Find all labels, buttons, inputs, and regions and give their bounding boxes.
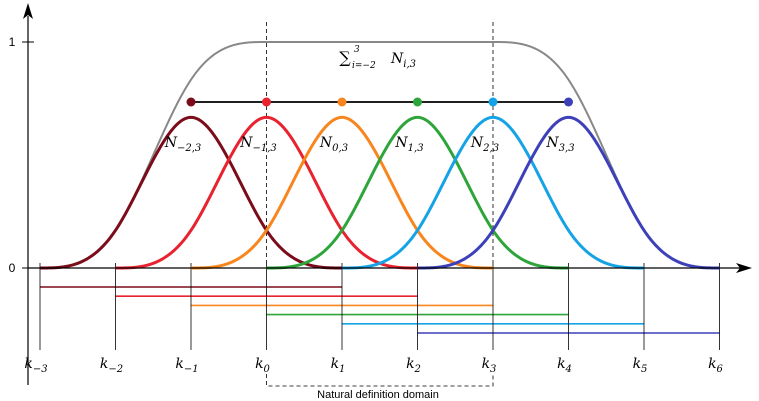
basis-curve-label: N−2,3 — [164, 135, 202, 154]
x-axis-arrowhead — [736, 263, 752, 273]
basis-curve-label-subscript: 0,3 — [332, 143, 348, 154]
knot-label: k3 — [482, 356, 497, 375]
knot-label: k0 — [255, 356, 270, 375]
knot-label-subscript: 0 — [264, 364, 271, 375]
natural-domain-label: Natural definition domain — [317, 389, 439, 401]
axes-layer — [22, 3, 752, 385]
knot-label: k1 — [331, 356, 346, 375]
peak-marker — [262, 97, 271, 107]
support-lines-layer — [40, 286, 720, 334]
basis-curve — [115, 115, 418, 270]
knot-label: k2 — [406, 356, 421, 375]
peak-marker — [413, 97, 422, 107]
knot-label-subscript: −1 — [184, 364, 199, 375]
peak-marker — [488, 97, 498, 107]
basis-curve-label: N3,3 — [545, 135, 574, 154]
basis-curve — [266, 115, 569, 270]
basis-curve-label-subscript: 2,3 — [482, 143, 499, 154]
basis-curve-label: N−1,3 — [239, 135, 277, 154]
basis-curve-label: N0,3 — [319, 135, 348, 154]
knot-label: k−1 — [175, 356, 198, 375]
knot-label: k5 — [633, 356, 648, 375]
knot-label: k4 — [557, 356, 572, 375]
knot-label-subscript: 3 — [490, 364, 496, 375]
knot-label-subscript: −3 — [33, 364, 48, 375]
basis-curve-label: N2,3 — [470, 135, 499, 154]
basis-curve-label-subscript: 3,3 — [559, 143, 575, 154]
knot-label-subscript: 2 — [414, 364, 421, 375]
basis-curve — [342, 115, 644, 270]
knot-label-subscript: 4 — [565, 364, 572, 375]
basis-curve-label: N1,3 — [394, 135, 423, 154]
sum-upper-limit: 3 — [354, 45, 360, 55]
knot-label-subscript: 5 — [641, 364, 647, 375]
peak-marker — [564, 97, 573, 107]
y-tick-label: 1 — [9, 35, 16, 49]
basis-curve — [417, 115, 720, 270]
basis-curve — [40, 115, 342, 270]
knot-label-subscript: −2 — [108, 364, 123, 375]
y-axis-arrowhead — [23, 3, 33, 19]
basis-curves-layer — [40, 41, 720, 270]
knot-label: k−2 — [100, 356, 123, 375]
basis-curve-label-subscript: −1,3 — [252, 143, 276, 154]
knot-label: k6 — [708, 356, 723, 375]
basis-curve-label-subscript: 1,3 — [408, 143, 424, 154]
peak-marker — [186, 97, 196, 107]
basis-curve-label-subscript: −2,3 — [177, 143, 201, 154]
sum-term: Ni,3 — [390, 51, 416, 70]
basis-curve — [191, 115, 493, 270]
knot-label-subscript: 6 — [717, 364, 724, 375]
peak-marker — [337, 97, 347, 107]
natural-domain-bracket — [266, 374, 494, 387]
sum-curve — [40, 41, 720, 269]
y-tick-label: 0 — [9, 261, 16, 275]
sum-lower-limit: i=−2 — [352, 61, 376, 71]
knot-label-subscript: 1 — [339, 364, 345, 375]
knot-lines-layer — [39, 22, 720, 387]
sum-symbol: ∑ — [339, 48, 351, 67]
sum-term-subscript: i,3 — [403, 59, 416, 70]
